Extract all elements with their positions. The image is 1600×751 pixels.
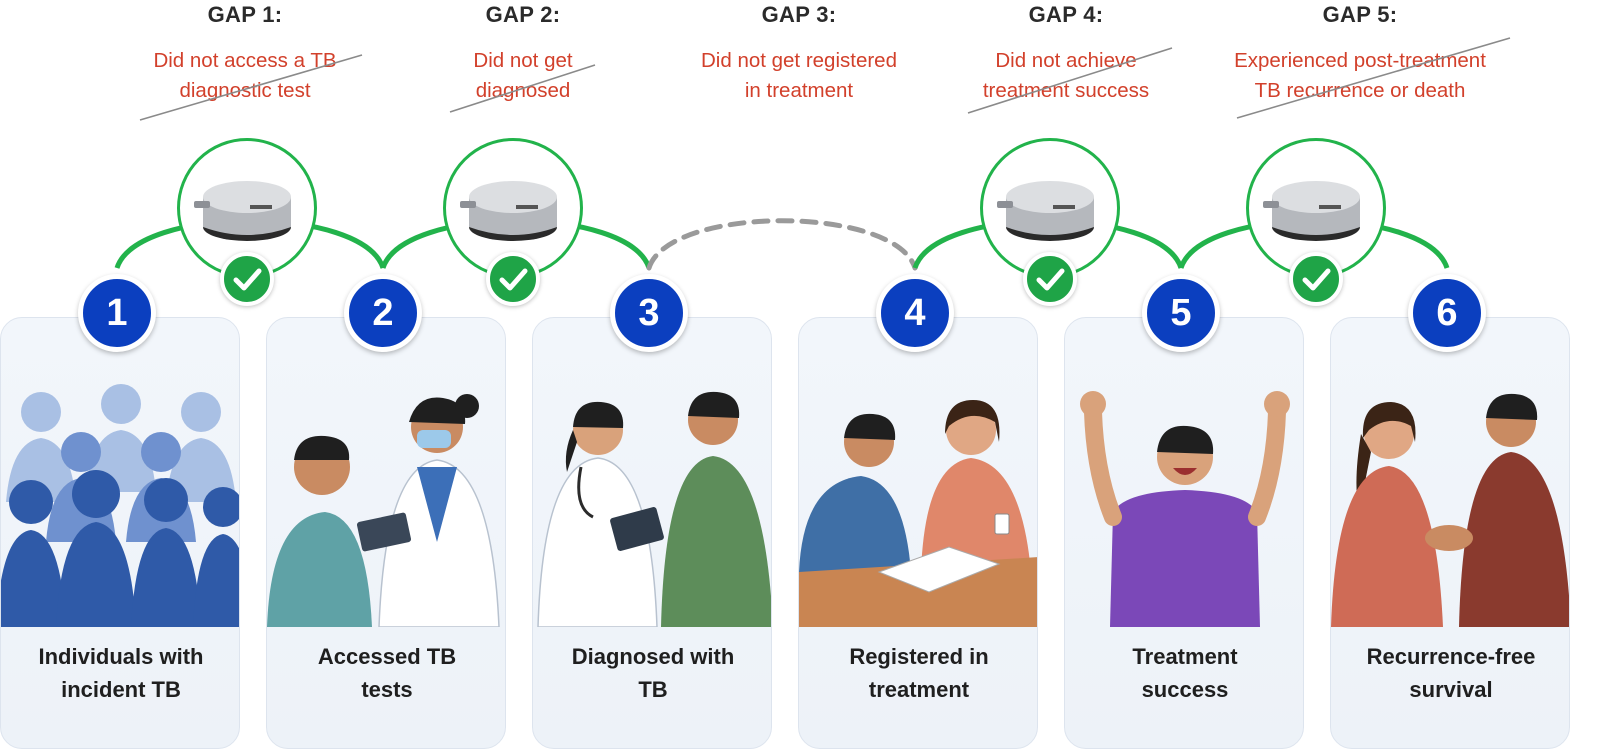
stage-3-number-badge: 3 [610, 274, 688, 352]
stage-5-card: Treatment success [1064, 317, 1304, 749]
connector-3-4 [646, 218, 918, 271]
celebrating-person-icon [1080, 391, 1290, 627]
stage-6-label: Recurrence-free survival [1366, 644, 1536, 702]
checkmark-icon [1289, 252, 1343, 306]
gap-1-description: Did not access a TB diagnostic test [153, 49, 337, 102]
doctor-diagnosing-patient-icon [537, 391, 771, 627]
diagnostic-device-icon [177, 138, 317, 278]
stage-1-label: Individuals with incident TB [38, 644, 204, 702]
gap-5-strike-line [1236, 37, 1511, 119]
checkmark-icon [1023, 252, 1077, 306]
gap-1-strike-line [139, 54, 363, 121]
gap-4-strike-line [967, 47, 1173, 114]
stage-6-card: Recurrence-free survival [1330, 317, 1570, 749]
handshake-people-icon [1331, 393, 1569, 627]
stage-1-number-badge: 1 [78, 274, 156, 352]
stage-5-number-badge: 5 [1142, 274, 1220, 352]
stage-3-label: Diagnosed with TB [571, 644, 735, 702]
patient-and-health-worker-icon [267, 394, 500, 627]
stage-5-label: Treatment success [1132, 644, 1238, 702]
gap-3-description: Did not get registered in treatment [700, 49, 897, 102]
gap-2-title: GAP 2: [485, 2, 561, 27]
crowd-silhouettes-icon [1, 384, 239, 627]
gap-5-title: GAP 5: [1322, 2, 1398, 27]
stage-1-card: Individuals with incident TB [0, 317, 240, 749]
gap-2-strike-line [449, 64, 596, 113]
gap-strike-lines [139, 37, 1511, 121]
stage-6-number-badge: 6 [1408, 274, 1486, 352]
stage-2-card: Accessed TB tests [266, 317, 506, 749]
gap-4-title: GAP 4: [1028, 2, 1104, 27]
stage-2-number-badge: 2 [344, 274, 422, 352]
stage-4-label: Registered in treatment [849, 644, 989, 702]
stage-2-label: Accessed TB tests [317, 644, 457, 702]
gap-4-description: Did not achieve treatment success [982, 49, 1150, 102]
stage-4-card: Registered in treatment [798, 317, 1038, 749]
gap-3-title: GAP 3: [761, 2, 837, 27]
checkmark-icon [220, 252, 274, 306]
checkmark-icon [486, 252, 540, 306]
patient-registration-icon [799, 400, 1037, 627]
gap-1-title: GAP 1: [207, 2, 283, 27]
stage-4-number-badge: 4 [876, 274, 954, 352]
stage-3-card: Diagnosed with TB [532, 317, 772, 749]
gap-5-description: Experienced post-treatment TB recurrence… [1234, 49, 1486, 102]
